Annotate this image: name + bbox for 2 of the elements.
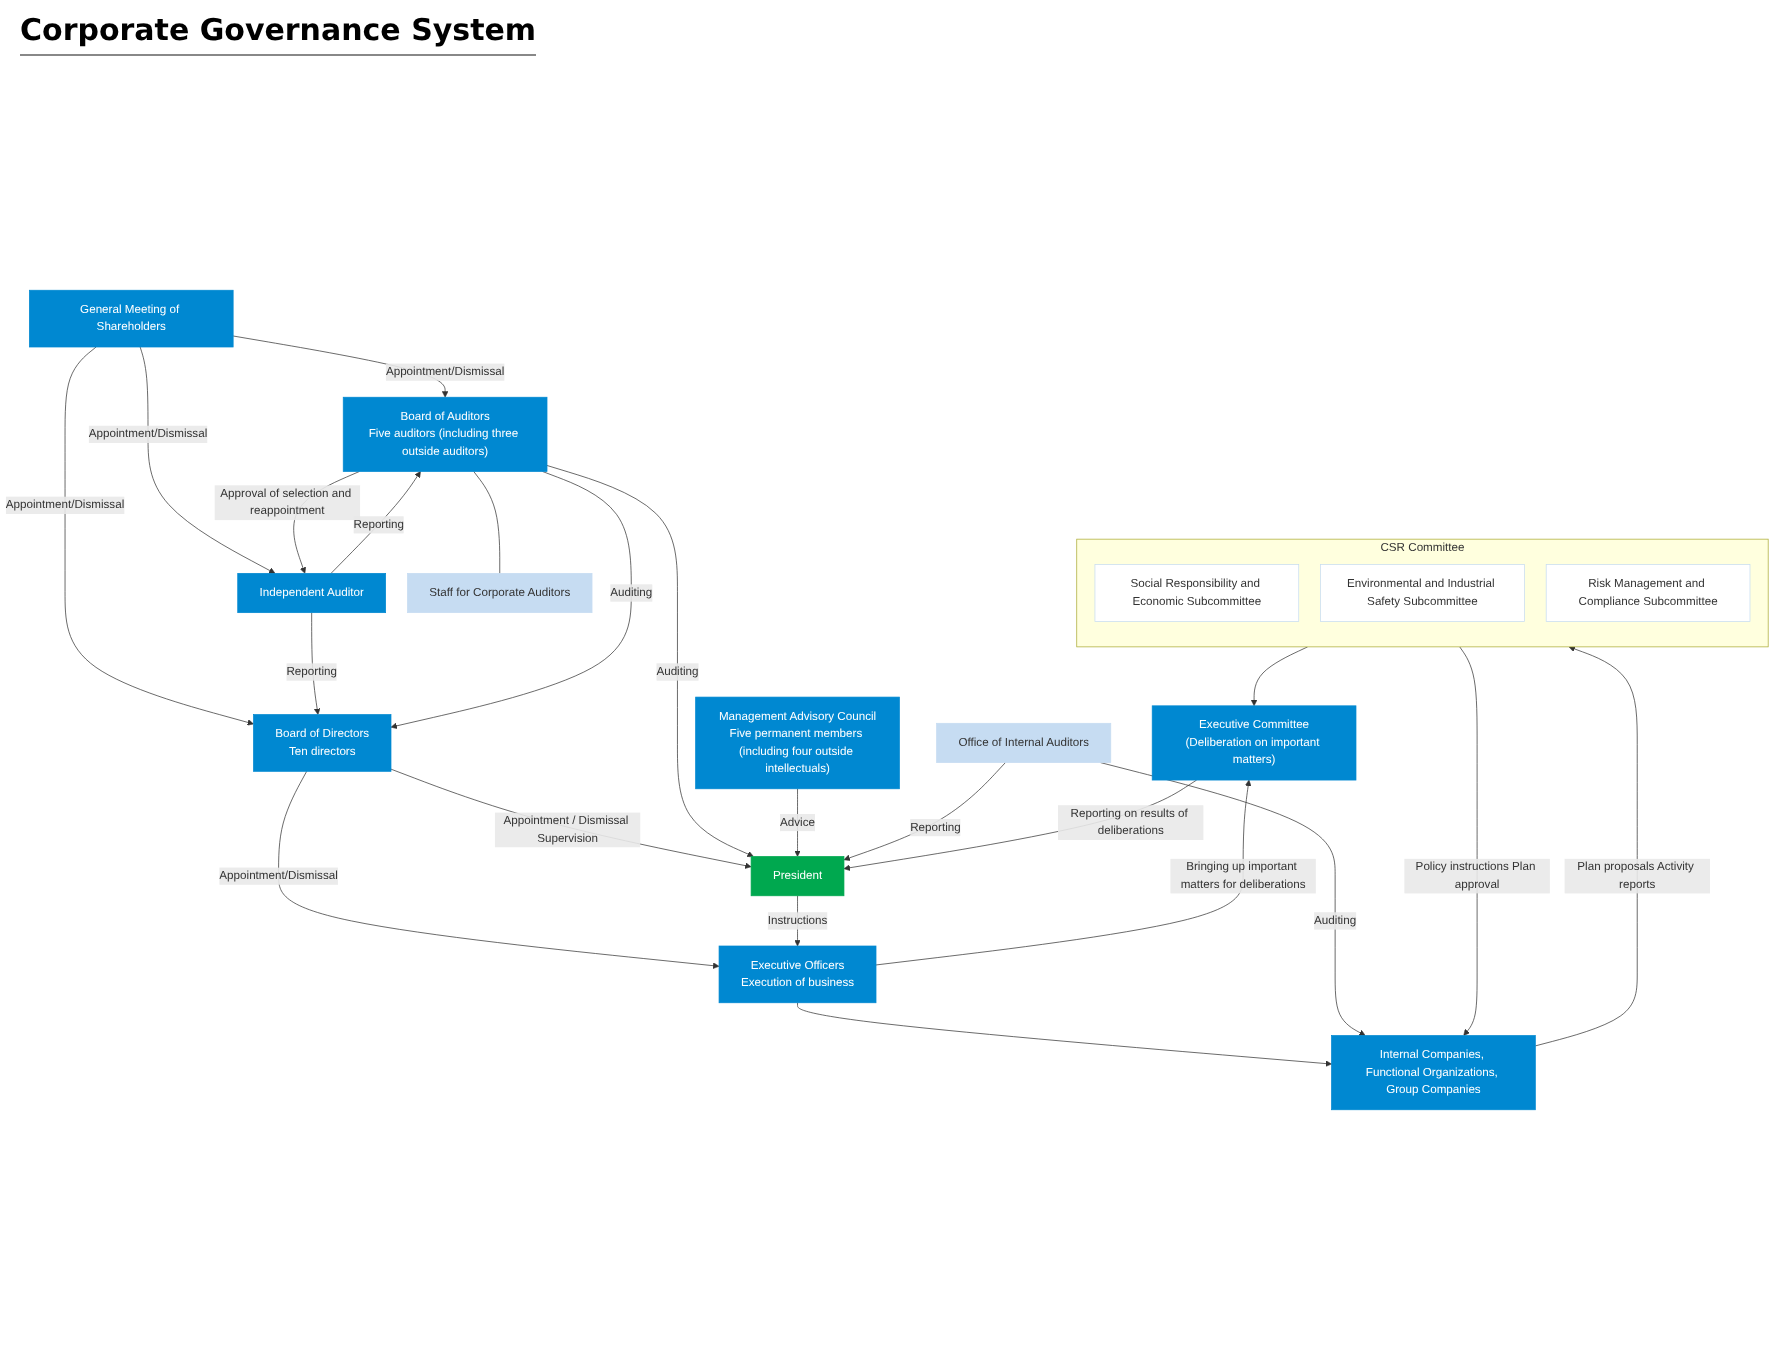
connector: [473, 471, 501, 574]
diagram-title: Corporate Governance System: [20, 12, 537, 56]
